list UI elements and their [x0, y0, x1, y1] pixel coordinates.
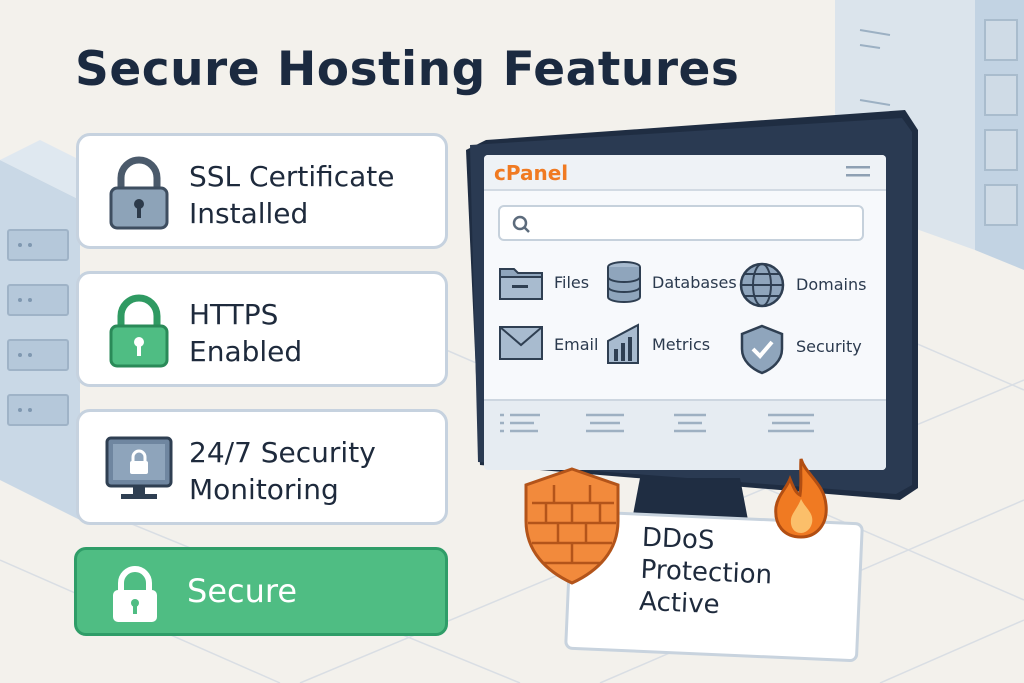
cpanel-item-label: Email — [554, 335, 599, 354]
globe-icon — [739, 262, 785, 308]
folder-icon — [499, 268, 543, 300]
bar-chart-icon — [607, 323, 639, 364]
cpanel-item-label: Domains — [796, 275, 867, 294]
cpanel-screen: cPanel Files Databases — [484, 155, 886, 470]
server-rack-left — [0, 140, 90, 520]
footer-list-icons — [500, 413, 814, 433]
ddos-label: DDoS Protection Active — [638, 522, 773, 621]
secure-button[interactable]: Secure — [74, 547, 448, 636]
shield-check-icon — [740, 324, 784, 375]
cpanel-item-label: Security — [796, 337, 862, 356]
envelope-icon — [499, 326, 543, 360]
feature-label: HTTPS Enabled — [189, 298, 303, 368]
search-input[interactable] — [536, 214, 836, 234]
cpanel-item-metrics[interactable]: Metrics — [604, 321, 734, 371]
cpanel-item-label: Databases — [652, 273, 737, 292]
database-icon — [607, 261, 641, 303]
secure-button-label: Secure — [187, 572, 298, 610]
padlock-green-icon — [109, 294, 169, 368]
cpanel-item-domains[interactable]: Domains — [738, 261, 878, 311]
cpanel-item-label: Metrics — [652, 335, 711, 354]
monitor-lock-icon — [105, 436, 173, 499]
cpanel-logo: cPanel — [494, 161, 569, 185]
cpanel-item-security[interactable]: Security — [738, 323, 878, 375]
cpanel-header: cPanel — [484, 155, 886, 191]
flame-icon — [774, 458, 828, 539]
cpanel-item-databases[interactable]: Databases — [604, 259, 737, 309]
cpanel-item-files[interactable]: Files — [498, 259, 608, 309]
hamburger-menu-icon[interactable] — [846, 165, 870, 179]
cpanel-item-email[interactable]: Email — [498, 321, 608, 371]
feature-label: 24/7 Security Monitoring — [189, 436, 376, 506]
cpanel-footer — [484, 399, 886, 470]
search-icon — [512, 215, 530, 233]
padlock-icon — [109, 156, 169, 230]
feature-card-ssl: SSL Certificate Installed — [76, 133, 448, 249]
page-title: Secure Hosting Features — [75, 42, 740, 97]
search-bar[interactable] — [498, 205, 864, 241]
cpanel-item-label: Files — [554, 273, 590, 292]
feature-card-https: HTTPS Enabled — [76, 271, 448, 387]
feature-card-monitoring: 24/7 Security Monitoring — [76, 409, 448, 525]
feature-label: SSL Certificate Installed — [189, 160, 395, 230]
firewall-shield-icon — [524, 467, 620, 585]
padlock-icon — [113, 566, 157, 622]
